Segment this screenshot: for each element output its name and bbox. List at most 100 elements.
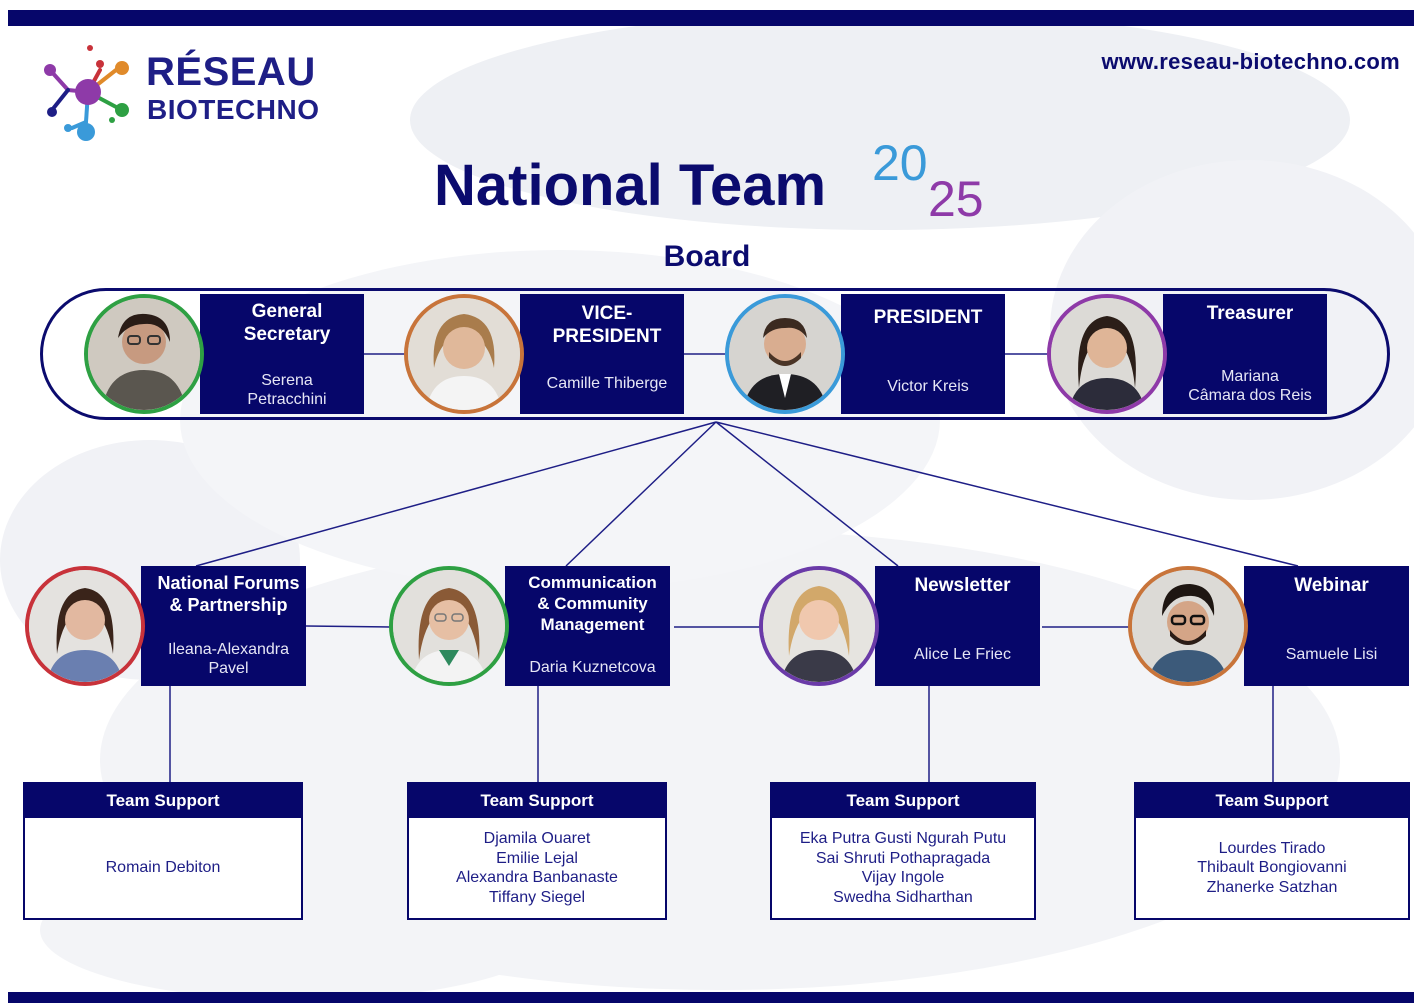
year-top: 20: [872, 135, 928, 191]
team-support-heading: Team Support: [772, 784, 1034, 818]
person-photo-icon: [763, 570, 875, 682]
team-support-member: Vijay Ingole: [861, 869, 945, 886]
person-photo-icon: [88, 298, 200, 410]
dept-card-webinar[interactable]: Webinar Samuele Lisi: [1244, 566, 1409, 686]
board-card-treasurer[interactable]: Treasurer Mariana Câmara dos Reis: [1163, 294, 1327, 414]
year-bottom: 25: [928, 171, 984, 224]
avatar: [84, 294, 204, 414]
logo-wordmark-line1: RÉSEAU: [146, 50, 316, 94]
role-line: PRESIDENT: [873, 307, 983, 328]
name-line: Pavel: [208, 660, 249, 677]
member-name: Samuele Lisi: [1254, 645, 1409, 664]
year-2025-graphic: 20 25: [872, 135, 984, 224]
member-name: Victor Kreis: [851, 377, 1005, 396]
name-line: Alice Le Friec: [914, 646, 1011, 663]
role-title: Webinar: [1254, 574, 1409, 597]
role-title: Communication & Community Management: [515, 572, 670, 635]
name-line: Daria Kuznetcova: [529, 659, 656, 676]
person-photo-icon: [393, 570, 505, 682]
person-photo-icon: [408, 298, 520, 410]
team-support-box: Team Support Romain Debiton: [23, 782, 303, 920]
role-line: Management: [540, 615, 645, 634]
person-photo-icon: [1051, 298, 1163, 410]
team-support-list: Romain Debiton: [25, 818, 301, 918]
board-card-president[interactable]: PRESIDENT Victor Kreis: [841, 294, 1005, 414]
bottom-bar: [8, 992, 1414, 1003]
role-title: Newsletter: [885, 574, 1040, 597]
avatar: [1128, 566, 1248, 686]
member-name: Ileana-Alexandra Pavel: [151, 640, 306, 678]
avatar: [25, 566, 145, 686]
role-line: & Community: [537, 594, 648, 613]
member-name: Camille Thiberge: [530, 374, 684, 393]
team-support-member: Eka Putra Gusti Ngurah Putu: [799, 830, 1007, 847]
member-name: Serena Petracchini: [210, 371, 364, 409]
team-support-member: Thibault Bongiovanni: [1197, 859, 1347, 877]
team-support-heading: Team Support: [409, 784, 665, 818]
role-title: Treasurer: [1173, 302, 1327, 325]
team-support-list: Djamila Ouaret Emilie Lejal Alexandra Ba…: [409, 818, 665, 918]
role-line: Webinar: [1294, 575, 1369, 596]
role-line: Newsletter: [914, 575, 1011, 596]
name-line: Victor Kreis: [887, 378, 969, 395]
role-title: National Forums & Partnership: [151, 572, 306, 616]
role-line: National Forums: [157, 573, 300, 593]
avatar: [1047, 294, 1167, 414]
role-line: General: [251, 301, 323, 322]
role-line: PRESIDENT: [552, 326, 662, 347]
name-line: Camille Thiberge: [546, 375, 668, 392]
team-support-heading: Team Support: [1136, 784, 1408, 818]
role-line: & Partnership: [169, 595, 288, 615]
role-title: PRESIDENT: [851, 306, 1005, 329]
team-support-member: Swedha Sidharthan: [833, 888, 973, 906]
dept-card-communication[interactable]: Communication & Community Management Dar…: [505, 566, 670, 686]
name-line: Petracchini: [247, 391, 327, 408]
reseau-molecule-logo-icon: [44, 45, 129, 141]
name-line: Samuele Lisi: [1285, 646, 1378, 663]
member-name: Daria Kuznetcova: [515, 658, 670, 677]
name-line: Serena: [261, 372, 313, 389]
person-photo-icon: [29, 570, 141, 682]
role-line: VICE-: [581, 303, 633, 324]
board-card-general-secretary[interactable]: General Secretary Serena Petracchini: [200, 294, 364, 414]
member-name: Alice Le Friec: [885, 645, 1040, 664]
team-support-box: Team Support Eka Putra Gusti Ngurah Putu…: [770, 782, 1036, 920]
role-title: General Secretary: [210, 300, 364, 346]
name-line: Mariana: [1221, 368, 1279, 385]
website-link[interactable]: www.reseau-biotechno.com: [1101, 49, 1400, 74]
avatar: [759, 566, 879, 686]
team-support-member: Romain Debiton: [105, 859, 221, 877]
avatar: [404, 294, 524, 414]
team-support-member: Lourdes Tirado: [1218, 839, 1326, 857]
board-heading: Board: [663, 240, 751, 273]
team-support-box: Team Support Djamila Ouaret Emilie Lejal…: [407, 782, 667, 920]
role-line: Secretary: [243, 324, 331, 345]
team-support-heading: Team Support: [25, 784, 301, 818]
role-line: Communication: [528, 573, 657, 592]
name-line: Ileana-Alexandra: [168, 641, 289, 658]
team-support-member: Tiffany Siegel: [488, 888, 586, 906]
team-support-list: Lourdes Tirado Thibault Bongiovanni Zhan…: [1136, 818, 1408, 918]
team-support-member: Alexandra Banbanaste: [456, 869, 618, 886]
name-line: Câmara dos Reis: [1188, 387, 1312, 404]
team-support-member: Emilie Lejal: [496, 849, 578, 867]
dept-card-national-forums[interactable]: National Forums & Partnership Ileana-Ale…: [141, 566, 306, 686]
avatar: [389, 566, 509, 686]
team-support-member: Zhanerke Satzhan: [1206, 878, 1338, 896]
page-title: National Team: [434, 153, 827, 218]
logo-wordmark-line2: BIOTECHNO: [147, 94, 320, 125]
role-title: VICE- PRESIDENT: [530, 302, 684, 348]
role-line: Treasurer: [1206, 303, 1294, 324]
board-card-vice-president[interactable]: VICE- PRESIDENT Camille Thiberge: [520, 294, 684, 414]
team-support-member: Djamila Ouaret: [483, 830, 591, 847]
top-bar: [8, 10, 1414, 26]
dept-card-newsletter[interactable]: Newsletter Alice Le Friec: [875, 566, 1040, 686]
team-support-member: Sai Shruti Pothapragada: [815, 849, 991, 867]
team-support-box: Team Support Lourdes Tirado Thibault Bon…: [1134, 782, 1410, 920]
team-support-list: Eka Putra Gusti Ngurah Putu Sai Shruti P…: [772, 818, 1034, 918]
avatar: [725, 294, 845, 414]
member-name: Mariana Câmara dos Reis: [1173, 367, 1327, 405]
board-frame: [40, 288, 1390, 420]
person-photo-icon: [729, 298, 841, 410]
person-photo-icon: [1132, 570, 1244, 682]
